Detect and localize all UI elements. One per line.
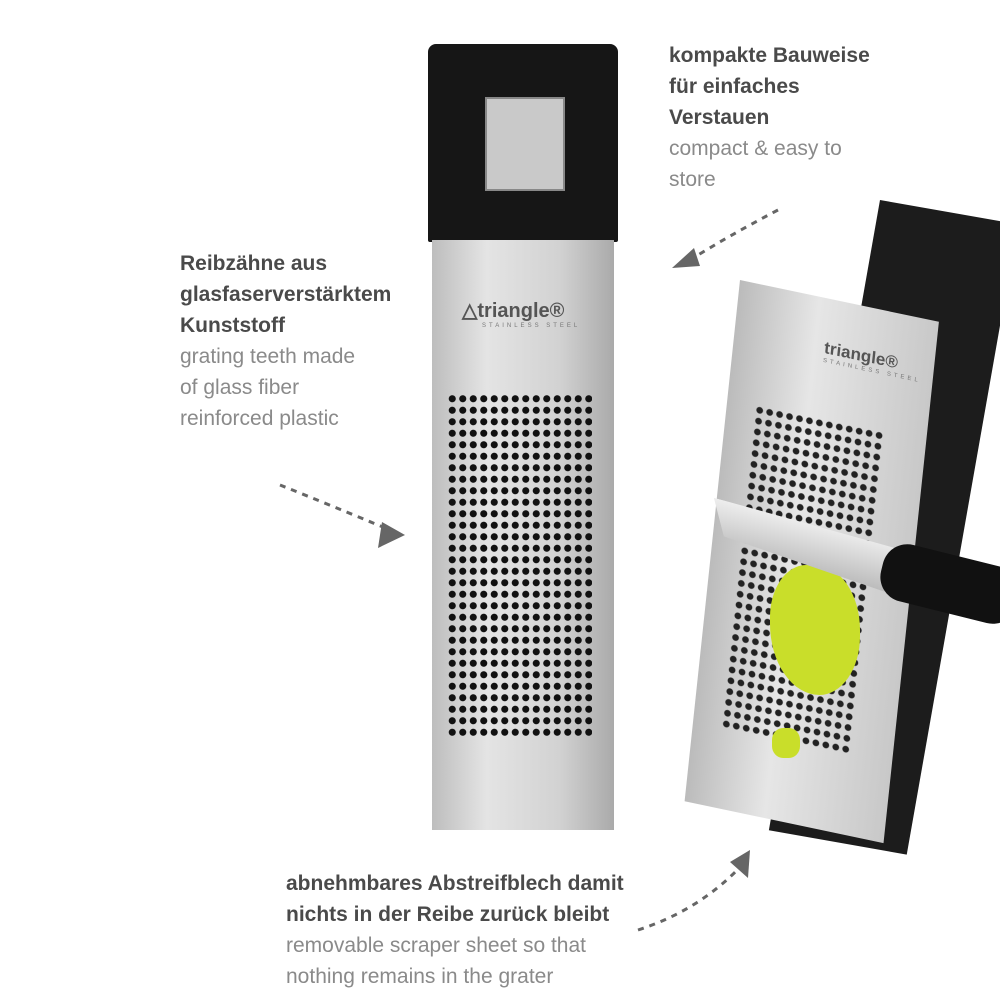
arrowhead-icon <box>672 248 700 268</box>
callout-scraper: abnehmbares Abstreifblech damit nichts in… <box>286 868 624 992</box>
callout-de: Verstauen <box>669 106 770 129</box>
grating-holes <box>447 393 592 740</box>
arrowhead-icon <box>378 522 405 548</box>
grated-food <box>770 565 860 695</box>
callout-en: of glass fiber <box>180 376 300 399</box>
callout-de: kompakte Bauweise <box>669 44 870 67</box>
arrow-teeth <box>279 483 391 532</box>
grater-body: △triangle®STAINLESS STEEL <box>432 240 614 830</box>
callout-de: glasfaserverstärktem <box>180 283 392 306</box>
brand-name: triangle® <box>477 300 565 322</box>
triangle-window-icon <box>485 97 565 191</box>
callout-en: nothing remains in the grater <box>286 965 554 988</box>
brand-logo: △triangle®STAINLESS STEEL <box>462 300 581 329</box>
arrow-scraper <box>637 863 744 932</box>
brand-sub: STAINLESS STEEL <box>482 323 581 329</box>
callout-en: store <box>669 168 716 191</box>
callout-de: Kunststoff <box>180 314 285 337</box>
callout-en: grating teeth made <box>180 345 356 368</box>
callout-de: abnehmbares Abstreifblech damit <box>286 872 624 895</box>
arrowhead-icon <box>730 850 750 878</box>
arrow-compact <box>689 208 779 262</box>
callout-de: Reibzähne aus <box>180 252 328 275</box>
callout-de: nichts in der Reibe zurück bleibt <box>286 903 610 926</box>
grated-food-bit <box>772 728 800 758</box>
grater-handle <box>428 44 618 242</box>
callout-en: compact & easy to <box>669 137 842 160</box>
callout-de: für einfaches <box>669 75 800 98</box>
callout-en: reinforced plastic <box>180 407 339 430</box>
callout-en: removable scraper sheet so that <box>286 934 586 957</box>
